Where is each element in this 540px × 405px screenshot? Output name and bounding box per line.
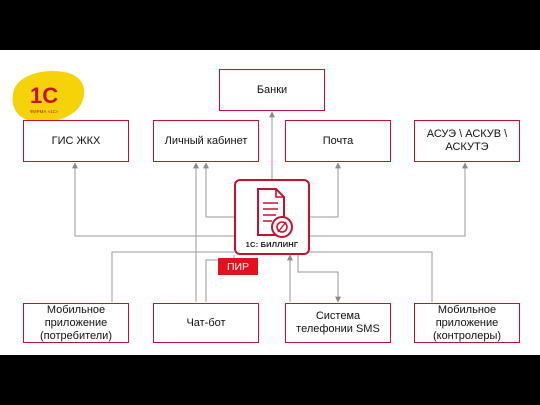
pir-badge: ПИР	[218, 258, 258, 275]
node-banks: Банки	[219, 69, 325, 111]
billing-hub: 1С: БИЛЛИНГ	[234, 179, 310, 255]
slide: 1С ФИРМА «1С» Банки ГИС ЖКХ Личный кабин…	[0, 50, 540, 355]
node-telephony-sms: Система телефонии SMS	[285, 303, 391, 343]
1c-logo-subtitle: ФИРМА «1С»	[30, 109, 59, 114]
node-mobile-app-controllers: Мобильное приложение (контролеры)	[414, 303, 520, 343]
connector-cabinet-hub-b	[203, 162, 234, 218]
connector-asue-hub	[310, 162, 468, 237]
connector-mail-hub	[310, 162, 341, 218]
1c-logo-icon: 1С ФИРМА «1С»	[12, 70, 85, 122]
connector-gis-hub	[72, 162, 234, 237]
connectors	[72, 111, 468, 303]
node-mail: Почта	[285, 120, 391, 162]
billing-document-icon	[257, 188, 293, 238]
node-chatbot: Чат-бот	[153, 303, 259, 343]
node-mobile-app-consumers: Мобильное приложение (потребители)	[23, 303, 129, 343]
node-personal-cabinet: Личный кабинет	[153, 120, 259, 162]
connector-hub-down	[297, 255, 341, 303]
1c-logo: 1С ФИРМА «1С»	[8, 66, 90, 128]
connector-controllers-hub	[310, 251, 433, 302]
1c-logo-mark: 1С	[30, 83, 58, 108]
hub-label: 1С: БИЛЛИНГ	[245, 240, 299, 249]
connector-bus-consumers	[111, 251, 234, 302]
node-asue: АСУЭ \ АСКУВ \ АСКУТЭ	[414, 120, 520, 162]
node-gis-zhkh: ГИС ЖКХ	[23, 120, 129, 162]
